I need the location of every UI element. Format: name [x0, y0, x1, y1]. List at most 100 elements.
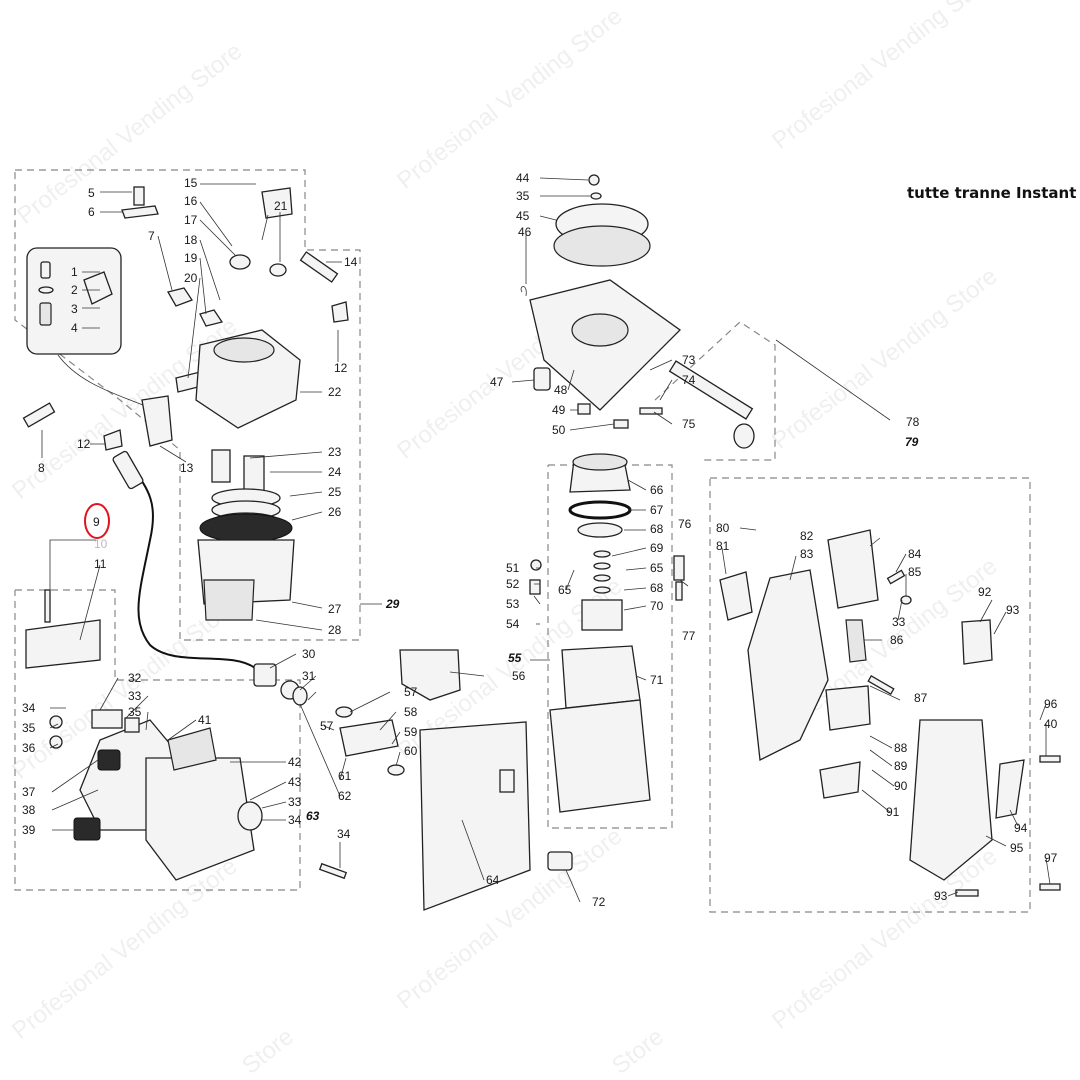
part-82-coil [827, 529, 879, 609]
part-48-bore [571, 313, 629, 347]
part-74-knob [733, 423, 755, 449]
grinder-group-outline [547, 464, 673, 829]
label-67: 67 [650, 503, 664, 517]
label-64: 64 [486, 873, 500, 887]
highlight-circle-9 [84, 503, 110, 539]
label-22: 22 [328, 385, 342, 399]
label-35a: 35 [128, 705, 142, 719]
part-97-screw [1039, 883, 1061, 891]
part-labels: tutte tranne Instant 5 6 7 1 2 3 4 8 12 … [22, 171, 1076, 909]
label-84: 84 [908, 547, 922, 561]
label-75: 75 [682, 417, 696, 431]
part-13 [141, 395, 173, 447]
label-28: 28 [328, 623, 342, 637]
part-81 [719, 571, 753, 621]
part-49 [577, 403, 591, 415]
part-53 [529, 579, 541, 595]
label-16: 16 [184, 194, 198, 208]
label-70: 70 [650, 599, 664, 613]
part-30 [253, 663, 277, 687]
label-6: 6 [88, 205, 95, 219]
label-23: 23 [328, 445, 342, 459]
label-37: 37 [22, 785, 36, 799]
watermark-text: Profesional Vending Store [767, 0, 1002, 155]
label-35b: 35 [22, 721, 36, 735]
pump-group [25, 589, 348, 881]
part-50 [613, 419, 629, 429]
part-32-union [91, 709, 123, 729]
label-95: 95 [1010, 841, 1024, 855]
label-44: 44 [516, 171, 530, 185]
label-46: 46 [518, 225, 532, 239]
grinder-adjust-outline [654, 321, 776, 461]
label-45: 45 [516, 209, 530, 223]
label-97: 97 [1044, 851, 1058, 865]
boiler-group [22, 186, 349, 621]
label-1: 1 [71, 265, 78, 279]
label-79: 79 [905, 435, 919, 449]
label-47: 47 [490, 375, 504, 389]
part-71-motor-head [561, 645, 641, 709]
part-35-washer [590, 192, 602, 200]
label-30: 30 [302, 647, 316, 661]
part-12-elbow [331, 301, 349, 323]
label-81: 81 [716, 539, 730, 553]
label-27: 27 [328, 602, 342, 616]
label-85: 85 [908, 565, 922, 579]
label-57a: 57 [404, 685, 418, 699]
part-93-screw [955, 889, 979, 897]
part-46-spring [520, 286, 527, 297]
part-14 [299, 251, 339, 283]
label-50: 50 [552, 423, 566, 437]
label-58: 58 [404, 705, 418, 719]
label-42: 42 [288, 755, 302, 769]
part-84 [886, 569, 906, 585]
part-51 [530, 559, 542, 571]
label-32: 32 [128, 671, 142, 685]
label-89: 89 [894, 759, 908, 773]
label-34c: 34 [337, 827, 351, 841]
part-70 [581, 599, 623, 631]
label-78: 78 [906, 415, 920, 429]
part-76 [673, 555, 685, 581]
label-68b: 68 [650, 581, 664, 595]
label-62: 62 [338, 789, 352, 803]
label-35c: 35 [516, 189, 530, 203]
label-53: 53 [506, 597, 520, 611]
part-75 [639, 407, 663, 415]
label-21: 21 [274, 199, 288, 213]
part-9-probe [112, 450, 144, 490]
part-57 [335, 706, 353, 718]
label-54: 54 [506, 617, 520, 631]
part-22-top [213, 337, 275, 363]
part-95-bracket [909, 719, 993, 881]
part-39-cap [73, 817, 101, 841]
part-71-motor-body [549, 699, 651, 813]
label-40: 40 [1044, 717, 1058, 731]
part-26-gasket [199, 513, 293, 543]
watermark-text: Store [607, 1023, 669, 1080]
label-93b: 93 [934, 889, 948, 903]
part-19-nut [199, 309, 224, 327]
label-87: 87 [914, 691, 928, 705]
part-1 [40, 261, 51, 279]
pump-group-outline [14, 589, 301, 891]
label-65a: 65 [650, 561, 664, 575]
part-2 [38, 286, 54, 294]
watermark-text: Profesional Vending Store [767, 843, 1002, 1035]
part-88 [825, 685, 871, 731]
part-12-fitting [103, 429, 123, 451]
label-4: 4 [71, 321, 78, 335]
label-3: 3 [71, 302, 78, 316]
watermark-text: Profesional Vending Store [7, 853, 242, 1045]
label-63: 63 [306, 809, 320, 823]
grinder-group [520, 174, 755, 871]
label-60: 60 [404, 744, 418, 758]
part-35 [49, 715, 63, 729]
part-7 [167, 287, 193, 307]
part-34-screw [318, 862, 348, 880]
label-33b: 33 [288, 795, 302, 809]
label-69: 69 [650, 541, 664, 555]
watermark-text: Store [237, 1023, 299, 1080]
label-61: 61 [338, 769, 352, 783]
